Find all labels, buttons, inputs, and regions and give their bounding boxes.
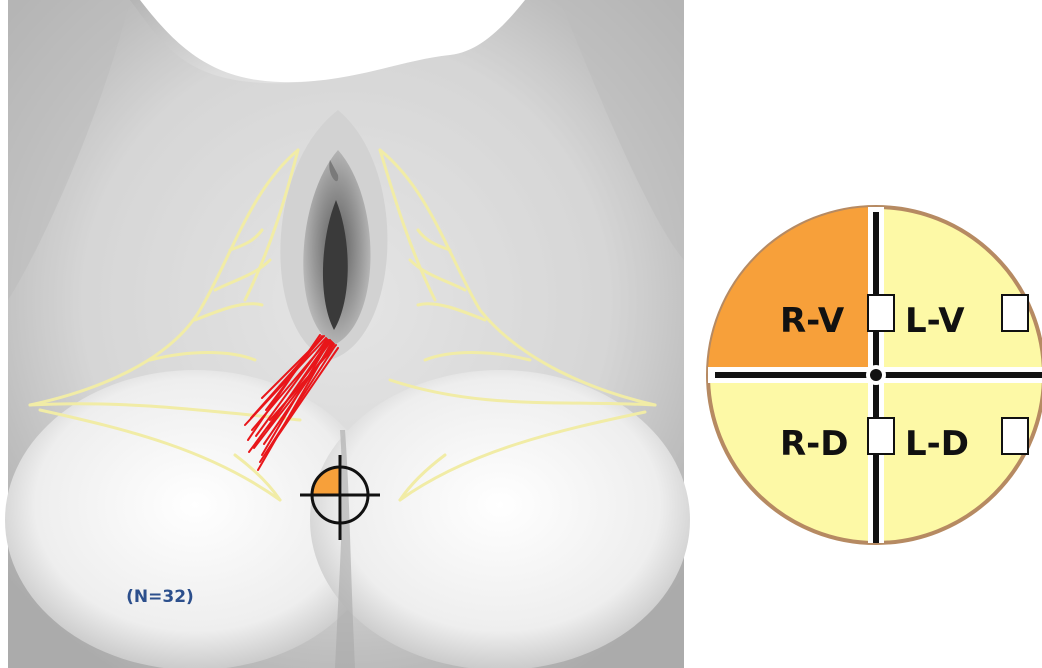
quadrant-label-l-d: L-D <box>905 424 969 464</box>
quadrant-label-l-v: L-V <box>905 301 965 341</box>
sample-size-label: (N=32) <box>126 587 194 607</box>
quadrant-r-v-fill <box>708 207 876 375</box>
quadrant-diagram: R-V L-V R-D L-D <box>708 207 1042 543</box>
quadrant-label-r-v: R-V <box>780 301 845 341</box>
perineum-illustration <box>5 0 690 668</box>
quadrant-label-r-d: R-D <box>780 424 849 464</box>
